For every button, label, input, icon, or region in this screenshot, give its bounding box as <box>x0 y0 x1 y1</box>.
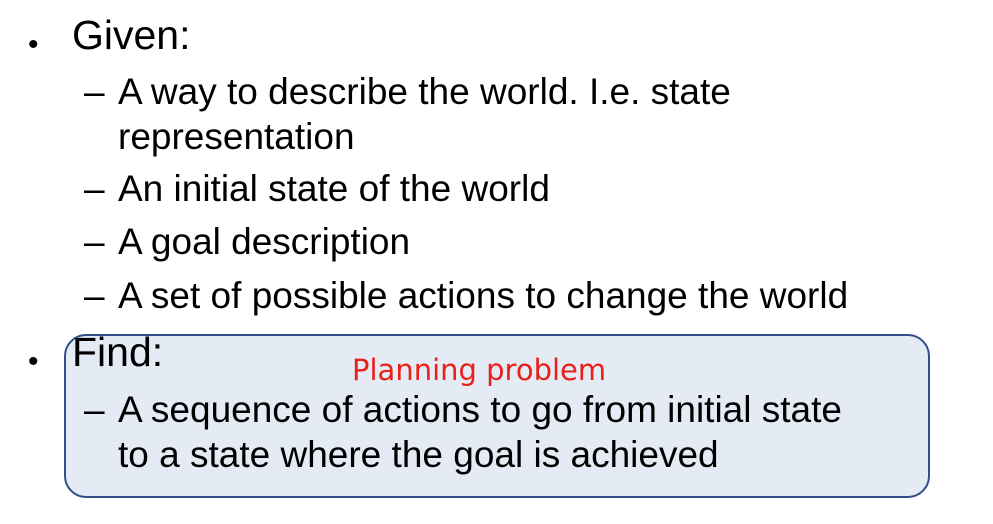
given-item-3-dash: – <box>84 221 105 262</box>
given-item-1-line-2: representation <box>118 116 355 157</box>
given-item-2-dash: – <box>84 168 105 209</box>
planning-problem-callout-box <box>64 334 930 498</box>
find-bullet: • <box>28 345 39 378</box>
planning-problem-label: Planning problem <box>352 353 607 387</box>
given-item-4-line-1: A set of possible actions to change the … <box>118 275 849 316</box>
given-item-1-line-1: A way to describe the world. I.e. state <box>118 71 731 112</box>
given-bullet: • <box>28 28 39 61</box>
given-item-1-dash: – <box>84 71 105 112</box>
given-item-2-line-1: An initial state of the world <box>118 168 550 209</box>
find-item-1-line-2: to a state where the goal is achieved <box>118 434 719 475</box>
find-item-1-line-1: A sequence of actions to go from initial… <box>118 389 842 430</box>
find-item-1-dash: – <box>84 389 105 430</box>
given-item-4-dash: – <box>84 275 105 316</box>
given-item-3-line-1: A goal description <box>118 221 411 262</box>
given-heading: Given: <box>72 12 191 58</box>
find-heading: Find: <box>72 329 164 375</box>
